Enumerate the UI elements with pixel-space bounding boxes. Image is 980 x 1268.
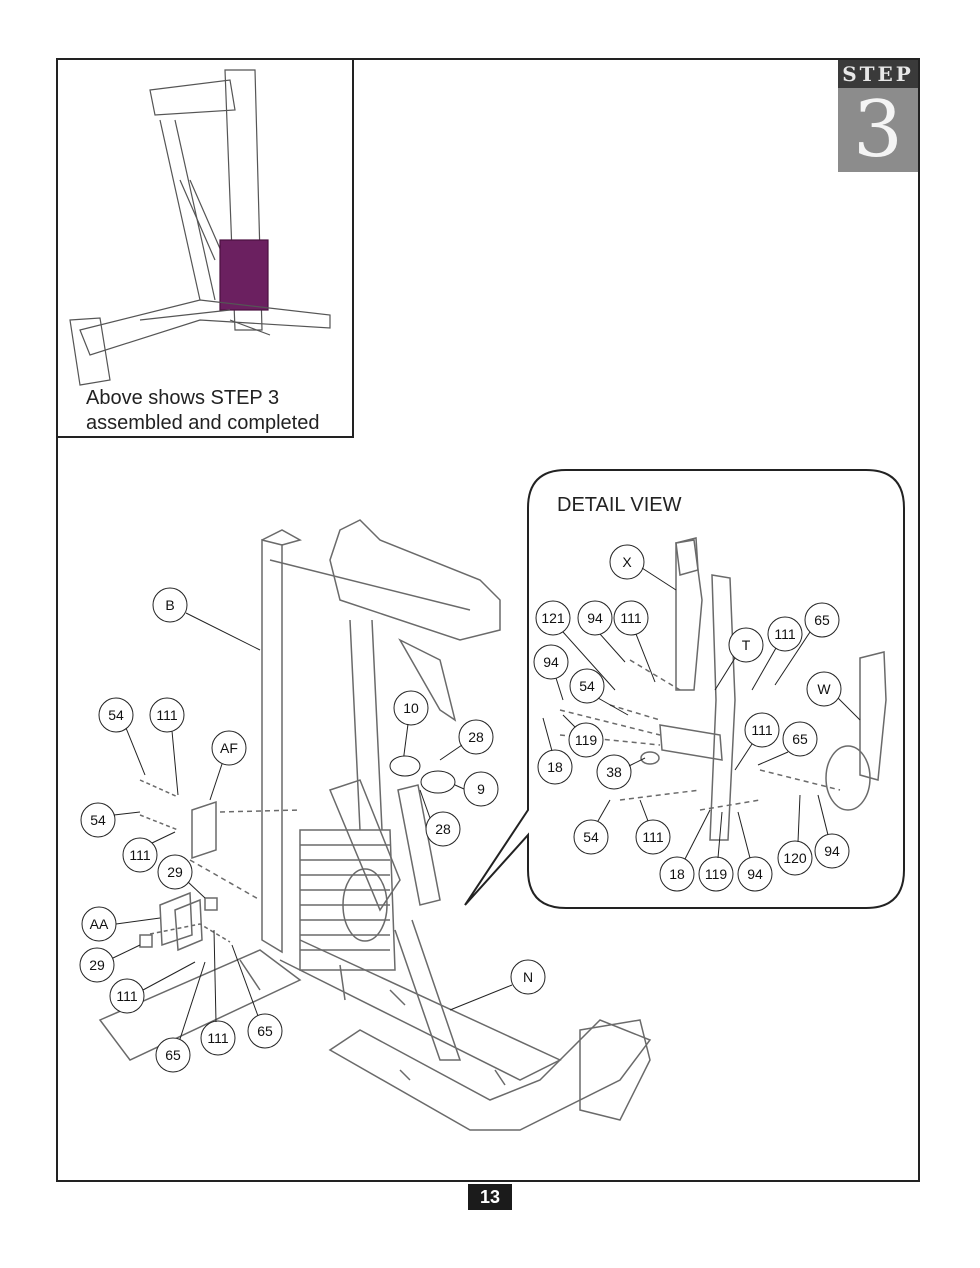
label-29-b: 29 bbox=[79, 947, 115, 983]
label-d121: 121 bbox=[535, 600, 571, 636]
svg-text:T: T bbox=[742, 637, 751, 653]
svg-text:111: 111 bbox=[116, 988, 137, 1004]
svg-text:111: 111 bbox=[129, 847, 150, 863]
svg-text:54: 54 bbox=[108, 707, 124, 723]
svg-text:AF: AF bbox=[220, 740, 238, 756]
svg-text:111: 111 bbox=[642, 829, 663, 845]
inset-caption-line2: assembled and completed bbox=[86, 412, 320, 434]
assembled-preview-box bbox=[56, 58, 354, 438]
svg-text:94: 94 bbox=[824, 843, 840, 859]
svg-text:29: 29 bbox=[89, 957, 105, 973]
label-9: 9 bbox=[463, 771, 499, 807]
label-n: N bbox=[510, 959, 546, 995]
main-frame-drawing bbox=[98, 519, 652, 1131]
svg-text:121: 121 bbox=[541, 610, 565, 626]
svg-text:28: 28 bbox=[468, 729, 484, 745]
label-b: B bbox=[152, 587, 188, 623]
svg-text:28: 28 bbox=[435, 821, 451, 837]
svg-text:94: 94 bbox=[543, 654, 559, 670]
label-x: X bbox=[609, 544, 645, 580]
part-labels: B N AF AA 54 111 54 111 29 29 111 65 111… bbox=[79, 544, 861, 1073]
label-d111d: 111 bbox=[635, 819, 671, 855]
label-111-b: 111 bbox=[122, 837, 158, 873]
label-28-a: 28 bbox=[458, 719, 494, 755]
label-d111c: 111 bbox=[744, 712, 780, 748]
svg-text:54: 54 bbox=[579, 678, 595, 694]
label-d65b: 65 bbox=[782, 721, 818, 757]
svg-text:119: 119 bbox=[575, 732, 598, 748]
label-w: W bbox=[806, 671, 842, 707]
svg-text:W: W bbox=[817, 681, 831, 697]
detail-view-title: DETAIL VIEW bbox=[557, 494, 682, 516]
step-number: 3 bbox=[838, 88, 918, 172]
svg-text:10: 10 bbox=[403, 700, 419, 716]
label-d119a: 119 bbox=[568, 722, 604, 758]
inset-caption: Above shows STEP 3 assembled and complet… bbox=[86, 386, 319, 436]
label-d111a: 111 bbox=[613, 600, 649, 636]
svg-text:111: 111 bbox=[207, 1030, 228, 1046]
svg-text:54: 54 bbox=[583, 829, 599, 845]
label-65-b: 65 bbox=[247, 1013, 283, 1049]
svg-text:54: 54 bbox=[90, 812, 106, 828]
label-d111b: 111 bbox=[767, 616, 803, 652]
svg-text:65: 65 bbox=[165, 1047, 181, 1063]
page-number: 13 bbox=[468, 1184, 512, 1210]
label-d65a: 65 bbox=[804, 602, 840, 638]
svg-text:65: 65 bbox=[814, 612, 830, 628]
svg-text:120: 120 bbox=[783, 850, 807, 866]
svg-text:29: 29 bbox=[167, 864, 183, 880]
left-exploded-parts bbox=[139, 779, 301, 952]
label-d94d: 94 bbox=[737, 856, 773, 892]
label-d38: 38 bbox=[596, 754, 632, 790]
step-word: STEP bbox=[838, 60, 918, 88]
svg-text:B: B bbox=[165, 597, 174, 613]
label-111-c: 111 bbox=[109, 978, 145, 1014]
svg-text:18: 18 bbox=[669, 866, 685, 882]
label-d18a: 18 bbox=[537, 749, 573, 785]
label-10: 10 bbox=[393, 690, 429, 726]
label-t: T bbox=[728, 627, 764, 663]
label-d94a: 94 bbox=[577, 600, 613, 636]
label-d120: 120 bbox=[777, 840, 813, 876]
svg-text:65: 65 bbox=[257, 1023, 273, 1039]
svg-text:111: 111 bbox=[156, 707, 177, 723]
label-d94c: 94 bbox=[814, 833, 850, 869]
label-aa: AA bbox=[81, 906, 117, 942]
label-111-a: 111 bbox=[149, 697, 185, 733]
label-af: AF bbox=[211, 730, 247, 766]
svg-text:N: N bbox=[523, 969, 533, 985]
step-badge: STEP 3 bbox=[838, 60, 918, 172]
inset-caption-line1: Above shows STEP 3 bbox=[86, 387, 280, 409]
svg-text:X: X bbox=[622, 554, 632, 570]
svg-text:111: 111 bbox=[620, 610, 641, 626]
svg-text:111: 111 bbox=[751, 722, 772, 738]
svg-text:65: 65 bbox=[792, 731, 808, 747]
svg-text:AA: AA bbox=[90, 916, 109, 932]
label-d54b: 54 bbox=[573, 819, 609, 855]
label-d54a: 54 bbox=[569, 668, 605, 704]
label-111-d: 111 bbox=[200, 1020, 236, 1056]
svg-text:38: 38 bbox=[606, 764, 622, 780]
svg-text:18: 18 bbox=[547, 759, 563, 775]
label-d18b: 18 bbox=[659, 856, 695, 892]
detail-view-parts bbox=[559, 537, 887, 841]
svg-text:111: 111 bbox=[774, 626, 795, 642]
svg-text:119: 119 bbox=[705, 866, 728, 882]
label-54-a: 54 bbox=[98, 697, 134, 733]
detail-view-callout bbox=[464, 469, 905, 909]
label-d94b: 94 bbox=[533, 644, 569, 680]
page-frame bbox=[56, 58, 920, 1182]
label-29-a: 29 bbox=[157, 854, 193, 890]
svg-text:94: 94 bbox=[747, 866, 763, 882]
label-d119b: 119 bbox=[698, 856, 734, 892]
label-65-a: 65 bbox=[155, 1037, 191, 1073]
label-54-b: 54 bbox=[80, 802, 116, 838]
svg-text:94: 94 bbox=[587, 610, 603, 626]
label-28-b: 28 bbox=[425, 811, 461, 847]
svg-text:9: 9 bbox=[477, 781, 485, 797]
